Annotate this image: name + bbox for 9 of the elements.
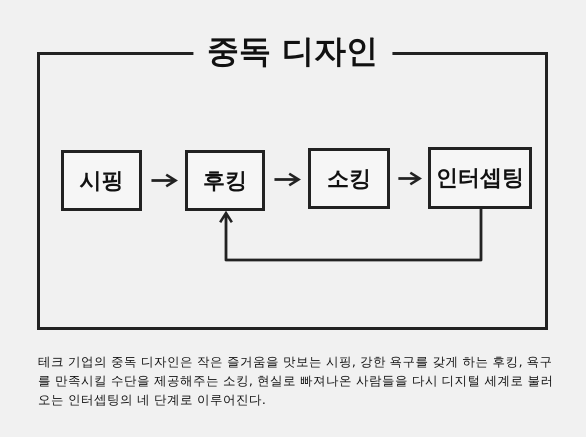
process-box: 인터셉팅: [428, 147, 532, 209]
arrow: [151, 173, 177, 188]
caption: 테크 기업의 중독 디자인은 작은 즐거움을 맛보는 시핑, 강한 욕구를 갖게 하는 후킹, 욕구를 만족시킬 수단을 제공해주는 소킹, 현실로 빠져나온 사람들을 다시 디지털 세계로 불러오는 인터셉팅의 네 단계로 이루어진다.: [38, 353, 555, 409]
process-box: 후킹: [185, 150, 265, 211]
arrow: [218, 209, 482, 262]
arrow: [274, 172, 300, 187]
arrow: [398, 171, 421, 186]
process-box: 소킹: [308, 148, 390, 209]
process-box: 시핑: [61, 150, 142, 211]
